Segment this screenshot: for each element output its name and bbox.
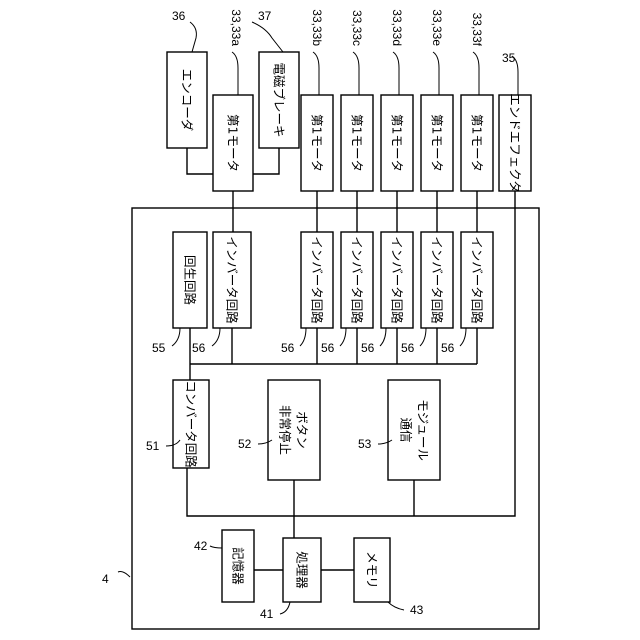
inverter-a-text: インバータ回路 bbox=[225, 236, 240, 324]
motor-f-text: 第1モータ bbox=[470, 114, 485, 172]
inverter-d-label: 56 bbox=[361, 341, 375, 355]
inverter-b-text: インバータ回路 bbox=[310, 236, 325, 324]
comm-text-1: 通信 bbox=[399, 417, 414, 442]
motor-e-label: 33,33e bbox=[430, 9, 444, 46]
motor-e-text: 第1モータ bbox=[430, 114, 445, 172]
encoder-leader bbox=[190, 22, 196, 52]
motor-b-leader bbox=[313, 52, 319, 95]
motor-b-label: 33,33b bbox=[310, 9, 324, 46]
motor-d-leader bbox=[393, 52, 399, 95]
storage-text: 記憶器 bbox=[231, 547, 246, 585]
converter-label: 51 bbox=[146, 439, 160, 453]
memory-text: メモリ bbox=[365, 551, 380, 589]
motor-f-leader bbox=[473, 52, 479, 95]
motor-c-leader bbox=[353, 52, 359, 95]
inverter-e-label: 56 bbox=[401, 341, 415, 355]
end-effector-text: エンドエフェクタ bbox=[508, 93, 523, 193]
inverter-d-text: インバータ回路 bbox=[390, 236, 405, 324]
motor-e-leader bbox=[433, 52, 439, 95]
encoder-label: 36 bbox=[172, 9, 186, 23]
inverter-c-text: インバータ回路 bbox=[350, 236, 365, 324]
estop-box bbox=[268, 380, 320, 480]
comm-text-2: モジュール bbox=[416, 399, 431, 461]
end-effector-label: 35 bbox=[502, 51, 516, 65]
brake-label: 37 bbox=[258, 9, 272, 23]
inverter-c-label: 56 bbox=[321, 341, 335, 355]
regen-circuit-text: 回生回路 bbox=[183, 255, 198, 306]
brake-leader bbox=[252, 22, 283, 52]
motor-c-text: 第1モータ bbox=[350, 114, 365, 172]
motor-a-text: 第1モータ bbox=[226, 114, 241, 172]
motor-a-leader bbox=[232, 52, 238, 95]
motor-d-label: 33,33d bbox=[390, 9, 404, 46]
inverter-f-text: インバータ回路 bbox=[470, 236, 485, 324]
motor-f-label: 33,33f bbox=[470, 13, 484, 47]
inverter-b-label: 56 bbox=[281, 341, 295, 355]
estop-label: 52 bbox=[238, 437, 252, 451]
motor-a-label: 33,33a bbox=[229, 9, 243, 46]
inverter-f-label: 56 bbox=[441, 341, 455, 355]
comm-label: 53 bbox=[358, 437, 372, 451]
encoder-link bbox=[187, 148, 213, 174]
storage-label: 42 bbox=[194, 539, 208, 553]
memory-label: 43 bbox=[410, 603, 424, 617]
motor-b-text: 第1モータ bbox=[310, 114, 325, 172]
control-device-label: 4 bbox=[102, 572, 109, 586]
brake-text: 電磁ブレーキ bbox=[272, 62, 287, 137]
processor-label: 41 bbox=[260, 607, 274, 621]
converter-text: コンバータ回路 bbox=[184, 380, 199, 468]
estop-text-2: ボタン bbox=[295, 411, 310, 449]
label-4-leader bbox=[118, 572, 130, 577]
inverter-e-text: インバータ回路 bbox=[430, 236, 445, 324]
motor-c-label: 33,33c bbox=[350, 10, 364, 46]
estop-text-1: 非常停止 bbox=[278, 405, 293, 455]
regen-label: 55 bbox=[152, 341, 166, 355]
brake-link bbox=[253, 148, 279, 174]
motor-d-text: 第1モータ bbox=[390, 114, 405, 172]
inverter-a-label: 56 bbox=[192, 341, 206, 355]
encoder-text: エンコーダ bbox=[180, 69, 195, 132]
processor-text: 処理器 bbox=[295, 551, 310, 589]
